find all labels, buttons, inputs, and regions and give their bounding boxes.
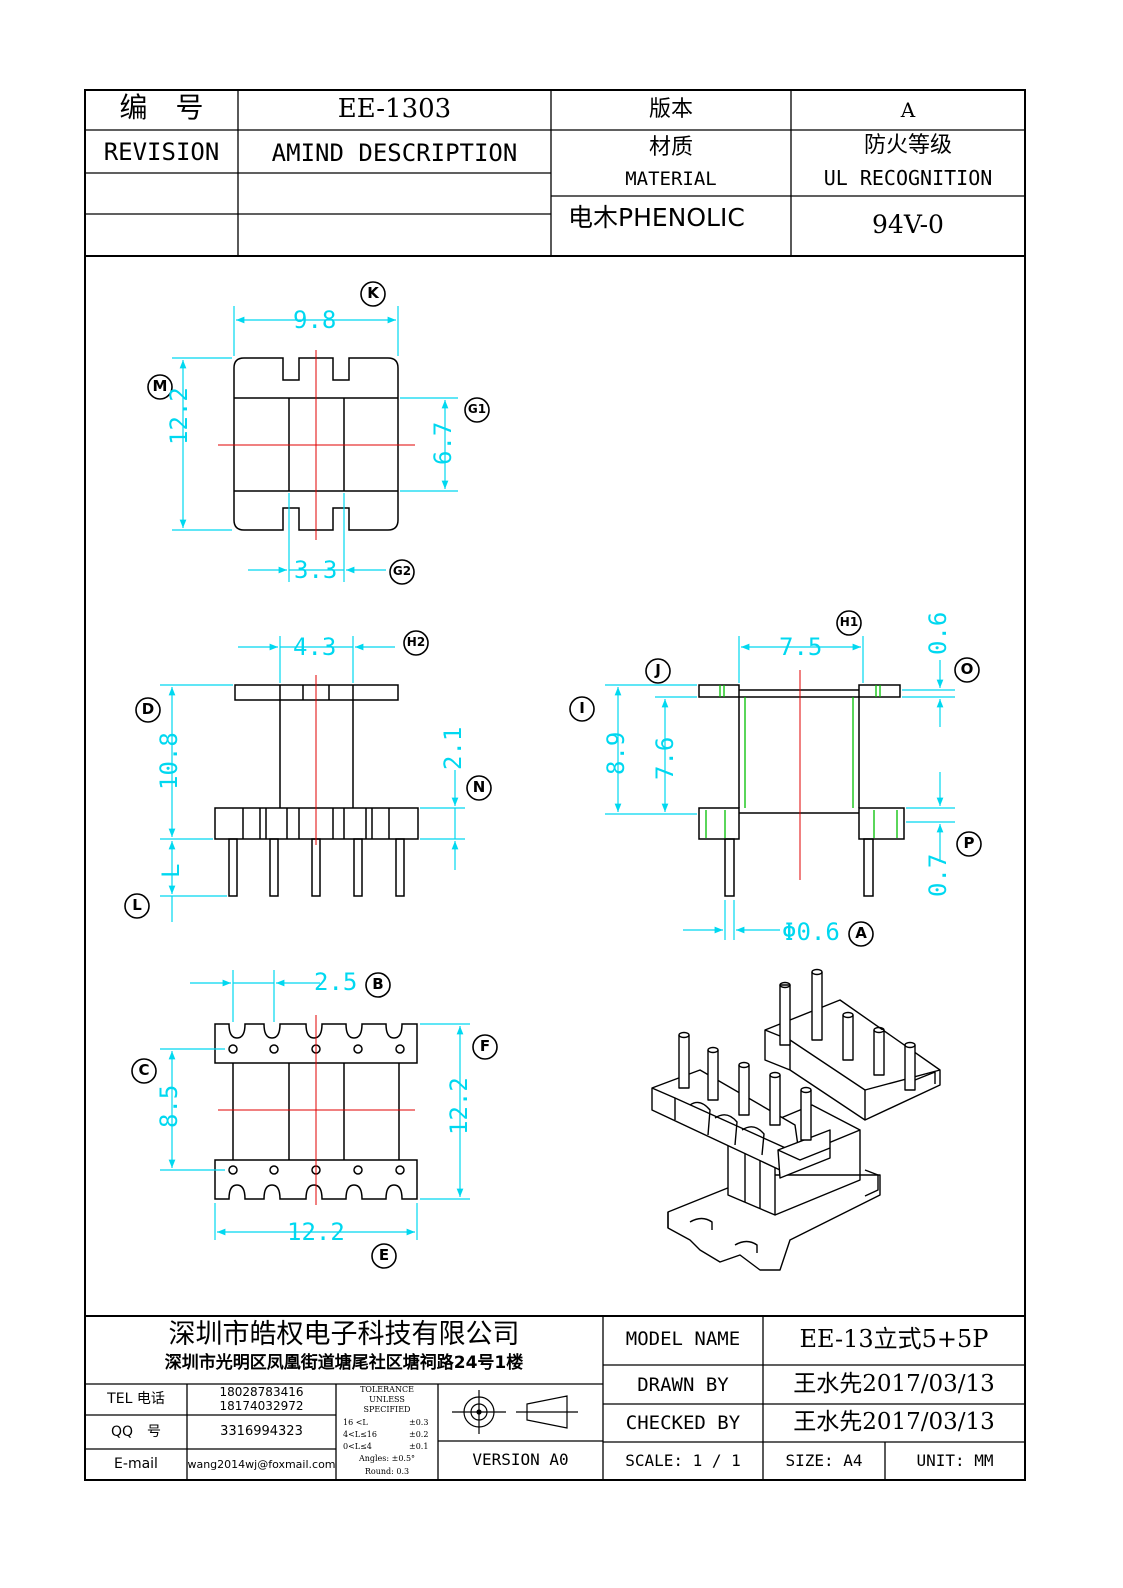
qq-value: 3316994323	[220, 1424, 303, 1439]
callout-p: P	[963, 834, 975, 852]
dim-d-value: 10.8	[155, 732, 183, 790]
drawn-by-label: DRAWN BY	[637, 1374, 729, 1396]
dim-b-value: 2.5	[314, 968, 358, 996]
part-number: EE-1303	[337, 94, 452, 124]
email-value: wang2014wj@foxmail.com	[187, 1458, 336, 1471]
callout-f: F	[479, 1037, 491, 1055]
description-label: AMIND DESCRIPTION	[271, 139, 518, 167]
dim-n-value: 2.1	[439, 726, 467, 770]
tolerance-angles: Angles: ±0.5°	[358, 1454, 416, 1463]
scale-text: SCALE: 1 / 1	[625, 1451, 741, 1470]
dim-h1-value: 7.5	[779, 633, 823, 661]
dim-g1-value: 6.7	[429, 421, 457, 465]
dim-m-value: 12.2	[165, 387, 193, 445]
dim-o-value: 0.6	[924, 611, 952, 655]
side-view	[698, 684, 905, 897]
tolerance-range-3: 0<L≤4	[343, 1442, 372, 1451]
checked-by-value: 王水先2017/03/13	[793, 1409, 995, 1435]
callout-j: J	[655, 661, 661, 679]
dim-i-value: 8.9	[602, 731, 630, 775]
email-label: E-mail	[114, 1456, 158, 1472]
ul-value: 94V-0	[872, 210, 944, 239]
version-text: VERSION A0	[472, 1450, 569, 1469]
ul-label-en: UL RECOGNITION	[823, 166, 993, 190]
size-text: SIZE: A4	[785, 1451, 863, 1470]
callout-e: E	[378, 1246, 390, 1264]
model-name-label: MODEL NAME	[625, 1328, 741, 1350]
dim-p-value: 0.7	[924, 853, 952, 897]
tolerance-value-3: ±0.1	[409, 1442, 429, 1451]
version-value: A	[900, 98, 916, 122]
drawn-by-value: 王水先2017/03/13	[793, 1371, 995, 1397]
dim-l-value: L	[157, 863, 185, 878]
dim-e-value: 12.2	[287, 1218, 345, 1246]
number-label: 编 号	[119, 91, 204, 124]
tolerance-range-2: 4<L≤16	[343, 1430, 377, 1439]
callout-n: N	[472, 778, 486, 796]
isometric-view	[651, 968, 941, 1271]
revision-label: REVISION	[103, 138, 220, 166]
tolerance-round: Round: 0.3	[364, 1467, 410, 1476]
tolerance-value-1: ±0.3	[409, 1418, 429, 1427]
dim-j-value: 7.6	[651, 736, 679, 780]
callout-k: K	[367, 284, 379, 302]
callout-c: C	[138, 1061, 150, 1079]
callout-i: I	[579, 699, 585, 717]
tel-number-2: 18174032972	[219, 1399, 304, 1413]
material-value: 电木PHENOLIC	[568, 203, 745, 232]
version-label: 版本	[648, 97, 693, 122]
material-label-en: MATERIAL	[625, 168, 717, 190]
callout-h2: H2	[406, 635, 426, 649]
dim-f-value: 12.2	[445, 1077, 473, 1135]
callout-o: O	[960, 660, 974, 678]
tolerance-value-2: ±0.2	[409, 1430, 429, 1439]
tolerance-title-3: SPECIFIED	[363, 1405, 411, 1414]
callout-g1: G1	[467, 402, 487, 416]
dim-k-value: 9.8	[293, 306, 337, 334]
callout-m: M	[152, 377, 168, 395]
qq-label: QQ 号	[110, 1424, 162, 1440]
tel-number-1: 18028783416	[219, 1385, 304, 1399]
model-name-value: EE-13立式5+5P	[799, 1325, 989, 1353]
dim-g2-value: 3.3	[294, 556, 338, 584]
callout-l: L	[132, 896, 142, 914]
company-address: 深圳市光明区凤凰街道塘尾社区塘祠路24号1楼	[164, 1353, 524, 1373]
tolerance-range-1: 16 <L	[343, 1418, 368, 1427]
tolerance-title-2: UNLESS	[369, 1395, 405, 1404]
material-label-cn: 材质	[648, 135, 693, 160]
ul-label-cn: 防火等级	[863, 133, 952, 158]
bottom-view	[214, 1023, 418, 1200]
company-name: 深圳市皓权电子科技有限公司	[168, 1319, 520, 1350]
dim-h2-value: 4.3	[293, 633, 337, 661]
unit-text: UNIT: MM	[916, 1451, 994, 1470]
checked-by-label: CHECKED BY	[625, 1412, 741, 1434]
callout-d: D	[141, 700, 155, 718]
dim-a-value: Φ0.6	[782, 918, 840, 946]
dim-c-value: 8.5	[155, 1084, 183, 1128]
tel-label: TEL 电话	[107, 1391, 165, 1407]
callout-b: B	[372, 975, 384, 993]
callout-h1: H1	[839, 615, 859, 629]
callout-a: A	[855, 924, 867, 942]
callout-g2: G2	[392, 564, 412, 578]
tolerance-title-1: TOLERANCE	[360, 1385, 414, 1394]
